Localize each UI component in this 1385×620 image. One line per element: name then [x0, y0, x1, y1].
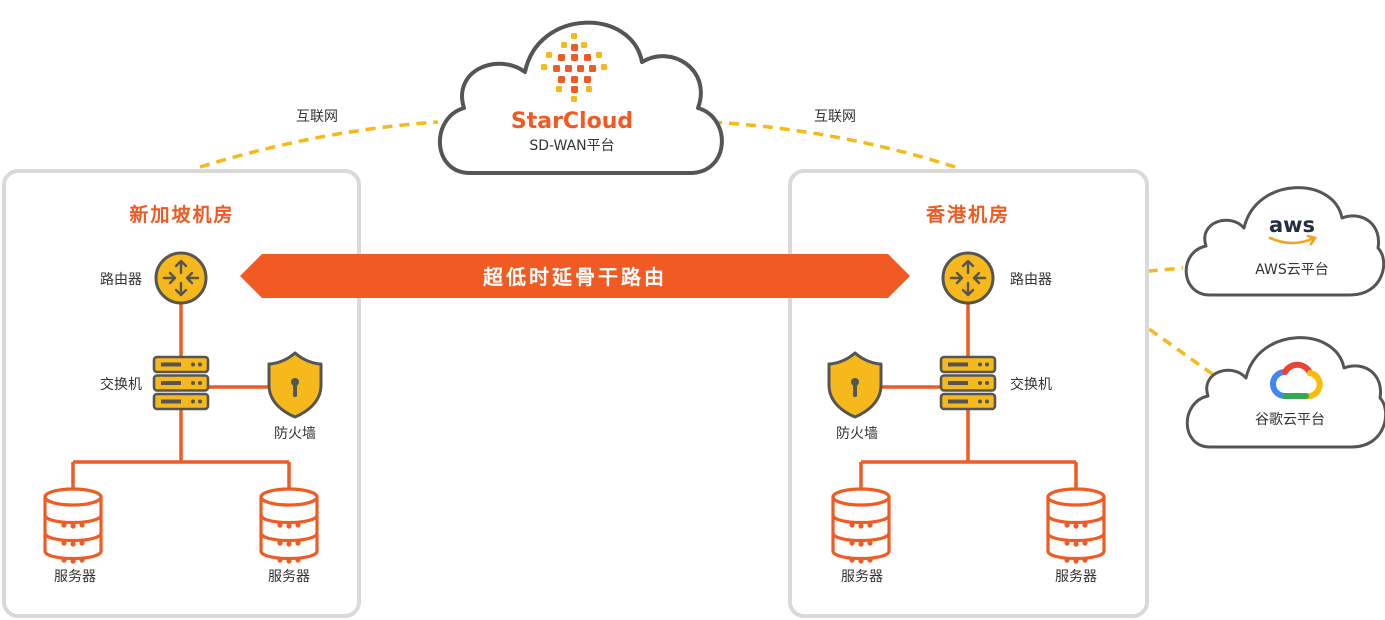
aws-logo: aws: [1269, 213, 1315, 237]
singapore-server2-label: 服务器: [268, 569, 310, 585]
hongkong-router-label: 路由器: [1010, 272, 1052, 288]
singapore-server1-label: 服务器: [54, 569, 96, 585]
hongkong-server2-icon: [1046, 487, 1106, 566]
backbone-label: 超低时延骨干路由: [482, 265, 667, 289]
singapore-switch-label: 交换机: [100, 376, 142, 393]
hongkong-server1-icon: [831, 487, 891, 566]
hongkong-room-title: 香港机房: [925, 203, 1010, 226]
backbone-banner: [240, 254, 910, 298]
google-link: [1078, 278, 1220, 380]
singapore-router-icon: [154, 251, 208, 305]
starcloud-brand: StarCloud: [511, 109, 633, 134]
singapore-switch-icon: [152, 355, 210, 411]
singapore-firewall-label: 防火墙: [274, 426, 316, 442]
google-cloud-label: 谷歌云平台: [1255, 412, 1325, 428]
hongkong-server1-label: 服务器: [841, 569, 883, 585]
hongkong-switch-label: 交换机: [1010, 376, 1052, 393]
hongkong-router-icon: [941, 251, 995, 305]
hongkong-wiring: [859, 302, 1078, 488]
singapore-room-title: 新加坡机房: [129, 203, 234, 226]
starcloud-logo-icon: [541, 33, 607, 102]
internet-label-left: 互联网: [296, 109, 338, 125]
google-cloud: [1185, 336, 1385, 449]
internet-link-left: [199, 120, 439, 169]
internet-label-right: 互联网: [814, 109, 856, 125]
singapore-wiring: [71, 302, 291, 488]
singapore-server2-icon: [259, 487, 319, 566]
google-cloud-logo-icon: [1270, 361, 1323, 400]
hongkong-firewall-label: 防火墙: [836, 426, 878, 442]
hongkong-switch-icon: [939, 355, 997, 411]
aws-cloud-label: AWS云平台: [1255, 262, 1329, 278]
internet-link-right: [711, 120, 956, 169]
starcloud-subtitle: SD-WAN平台: [529, 138, 614, 154]
hongkong-server2-label: 服务器: [1055, 569, 1097, 585]
singapore-server1-icon: [43, 487, 103, 566]
singapore-router-label: 路由器: [100, 272, 142, 288]
starcloud-cloud: [438, 20, 724, 175]
aws-smile-icon: [1268, 234, 1318, 246]
